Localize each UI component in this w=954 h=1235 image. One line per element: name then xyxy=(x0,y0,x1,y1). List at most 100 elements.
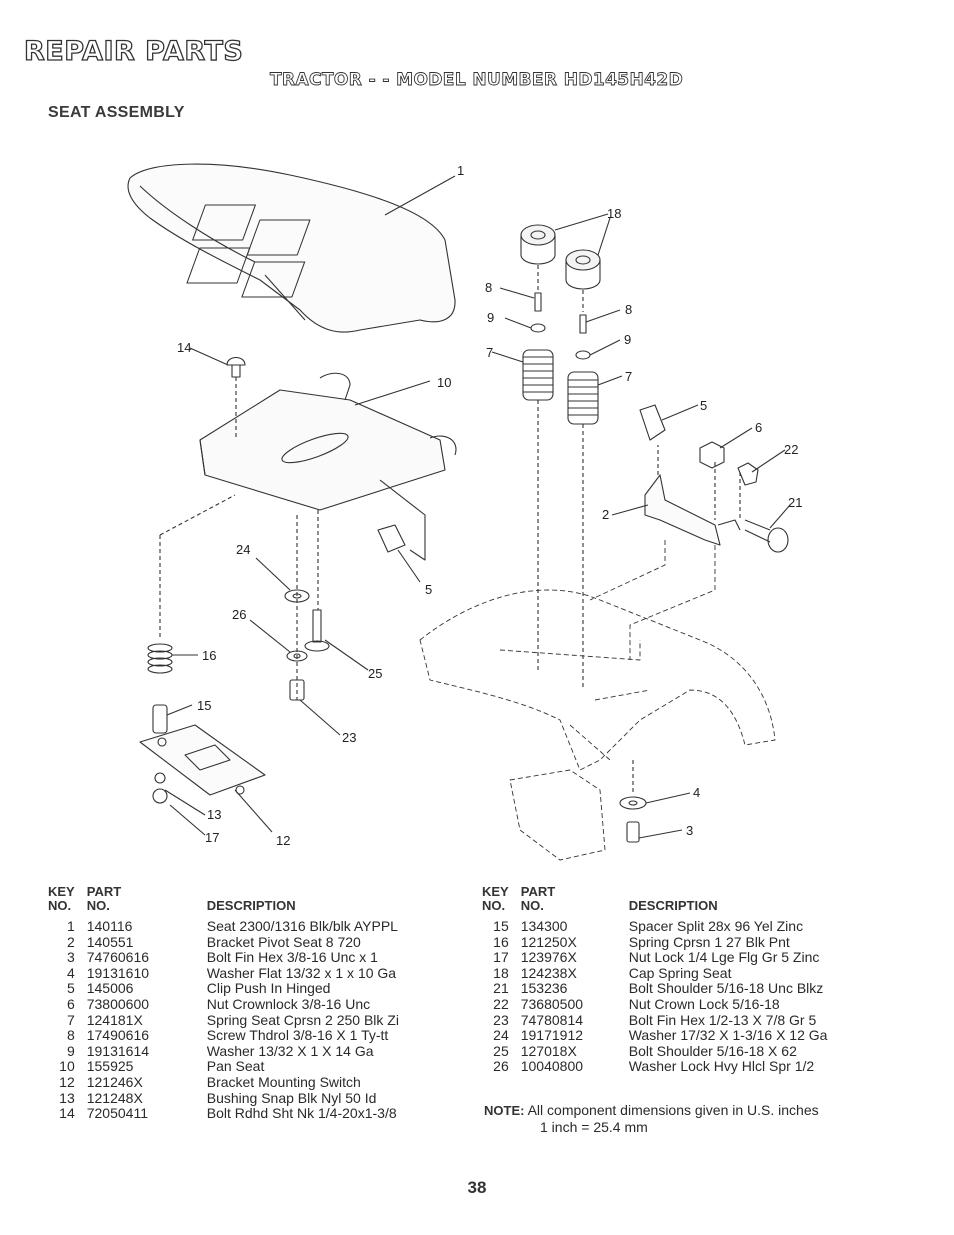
callout-label: 12 xyxy=(276,833,290,848)
key-no-cell: 24 xyxy=(493,1027,509,1044)
key-no-cell: 15 xyxy=(493,918,509,934)
key-no-cell: 1 xyxy=(66,918,75,934)
key-no-cell: 17 xyxy=(493,949,509,966)
callout-label: 4 xyxy=(693,785,700,800)
part-no-cell: 140551 xyxy=(86,933,134,950)
table-row: 1 140116 Seat 2300/1316 Blk/blk AYPPL xyxy=(48,918,399,935)
callout-label: 13 xyxy=(207,807,221,822)
callout-label: 21 xyxy=(788,495,802,510)
table-row: 5 145006 Clip Push In Hinged xyxy=(48,981,399,997)
note-line-2: 1 inch = 25.4 mm xyxy=(540,1119,648,1135)
callout-label: 1 xyxy=(457,163,464,178)
table-row: 4 19131610 Washer Flat 13/32 x 1 x 10 Ga xyxy=(48,964,399,982)
callout-label: 24 xyxy=(236,542,250,557)
key-no-cell: 12 xyxy=(59,1073,75,1090)
seat-assembly-diagram: 1 18 8 9 7 8 9 7 14 10 5 6 22 21 2 24 5 … xyxy=(127,163,802,861)
model-subtitle: TRACTOR - - MODEL NUMBER HD145H42D xyxy=(270,70,684,91)
seat-pan-part xyxy=(199,372,457,511)
key-no-cell: 26 xyxy=(493,1058,509,1075)
section-title: SEAT ASSEMBLY xyxy=(48,104,185,121)
part-no-cell: 74780814 xyxy=(520,1011,584,1028)
description-cell: Bolt Fin Hex 3/8-16 Unc x 1 xyxy=(206,949,378,966)
callout-label: 7 xyxy=(625,369,632,384)
key-no-cell: 4 xyxy=(66,964,75,981)
key-no-cell: 6 xyxy=(66,995,75,1012)
dimensions-note: NOTE: All component dimensions given in … xyxy=(484,1102,819,1135)
description-header: DESCRIPTION xyxy=(206,898,296,913)
part-no-cell: 140116 xyxy=(86,918,133,934)
callout-label: 18 xyxy=(607,206,621,221)
description-cell: Washer 13/32 X 1 X 14 Ga xyxy=(206,1042,374,1059)
description-cell: Seat 2300/1316 Blk/blk AYPPL xyxy=(206,918,398,934)
callout-label: 2 xyxy=(602,507,609,522)
callout-label: 22 xyxy=(784,442,798,457)
description-cell: Spring Seat Cprsn 2 250 Blk Zi xyxy=(206,1011,399,1028)
part-no-cell: 124238X xyxy=(520,964,577,981)
description-cell: Washer Flat 13/32 x 1 x 10 Ga xyxy=(206,964,397,981)
key-no-cell: 18 xyxy=(493,964,509,981)
description-cell: Clip Push In Hinged xyxy=(206,980,331,997)
key-no-cell: 10 xyxy=(59,1058,75,1075)
callout-label: 8 xyxy=(485,280,492,295)
callout-label: 17 xyxy=(205,830,219,845)
part-no-cell: 145006 xyxy=(86,980,134,997)
description-cell: Nut Crown Lock 5/16-18 xyxy=(628,995,780,1012)
seat-part xyxy=(127,163,456,333)
callout-label: 10 xyxy=(437,375,451,390)
callout-label: 7 xyxy=(486,345,493,360)
part-no-cell: 73800600 xyxy=(86,995,150,1012)
description-cell: Nut Lock 1/4 Lge Flg Gr 5 Zinc xyxy=(628,949,820,966)
part-no-cell: 19131610 xyxy=(86,964,150,981)
callout-label: 9 xyxy=(624,332,631,347)
callout-label: 5 xyxy=(700,398,707,413)
page-title: REPAIR PARTS xyxy=(23,35,244,67)
part-no-cell: 17490616 xyxy=(86,1027,150,1044)
part-no-cell: 153236 xyxy=(520,980,568,997)
diagram-callouts: 1 18 8 9 7 8 9 7 14 10 5 6 22 21 2 24 5 … xyxy=(177,163,802,848)
part-no-cell: 73680500 xyxy=(520,995,584,1012)
description-cell: Cap Spring Seat xyxy=(628,964,732,981)
key-no-cell: 16 xyxy=(493,933,509,950)
table-row: 16 121250X Spring Cprsn 1 27 Blk Pnt xyxy=(482,933,827,951)
callout-label: 23 xyxy=(342,730,356,745)
page-number: 38 xyxy=(467,1178,487,1197)
description-cell: Bracket Pivot Seat 8 720 xyxy=(206,933,361,950)
part-no-cell: 121250X xyxy=(520,933,577,950)
callout-label: 3 xyxy=(686,823,693,838)
callout-label: 14 xyxy=(177,340,191,355)
key-no-cell: 14 xyxy=(59,1105,75,1122)
part-no-cell: 127018X xyxy=(520,1042,577,1059)
part-no-cell: 19171912 xyxy=(520,1027,584,1044)
description-cell: Bracket Mounting Switch xyxy=(206,1073,361,1090)
table-row: 17 123976X Nut Lock 1/4 Lge Flg Gr 5 Zinc xyxy=(482,950,827,966)
description-cell: Bolt Shoulder 5/16-18 X 62 xyxy=(628,1042,797,1059)
description-cell: Spring Cprsn 1 27 Blk Pnt xyxy=(628,933,790,950)
key-no-cell: 23 xyxy=(493,1011,509,1028)
switch-bracket-part xyxy=(139,724,266,796)
tractor-frame-outline xyxy=(419,540,776,861)
key-no-cell: 5 xyxy=(66,980,75,997)
description-cell: Screw Thdrol 3/8-16 X 1 Ty-tt xyxy=(206,1027,389,1044)
description-cell: Bolt Shoulder 5/16-18 Unc Blkz xyxy=(628,980,824,997)
key-no-cell: 3 xyxy=(66,949,75,966)
part-no-cell: 10040800 xyxy=(520,1058,584,1075)
part-no-cell: 123976X xyxy=(520,949,577,966)
